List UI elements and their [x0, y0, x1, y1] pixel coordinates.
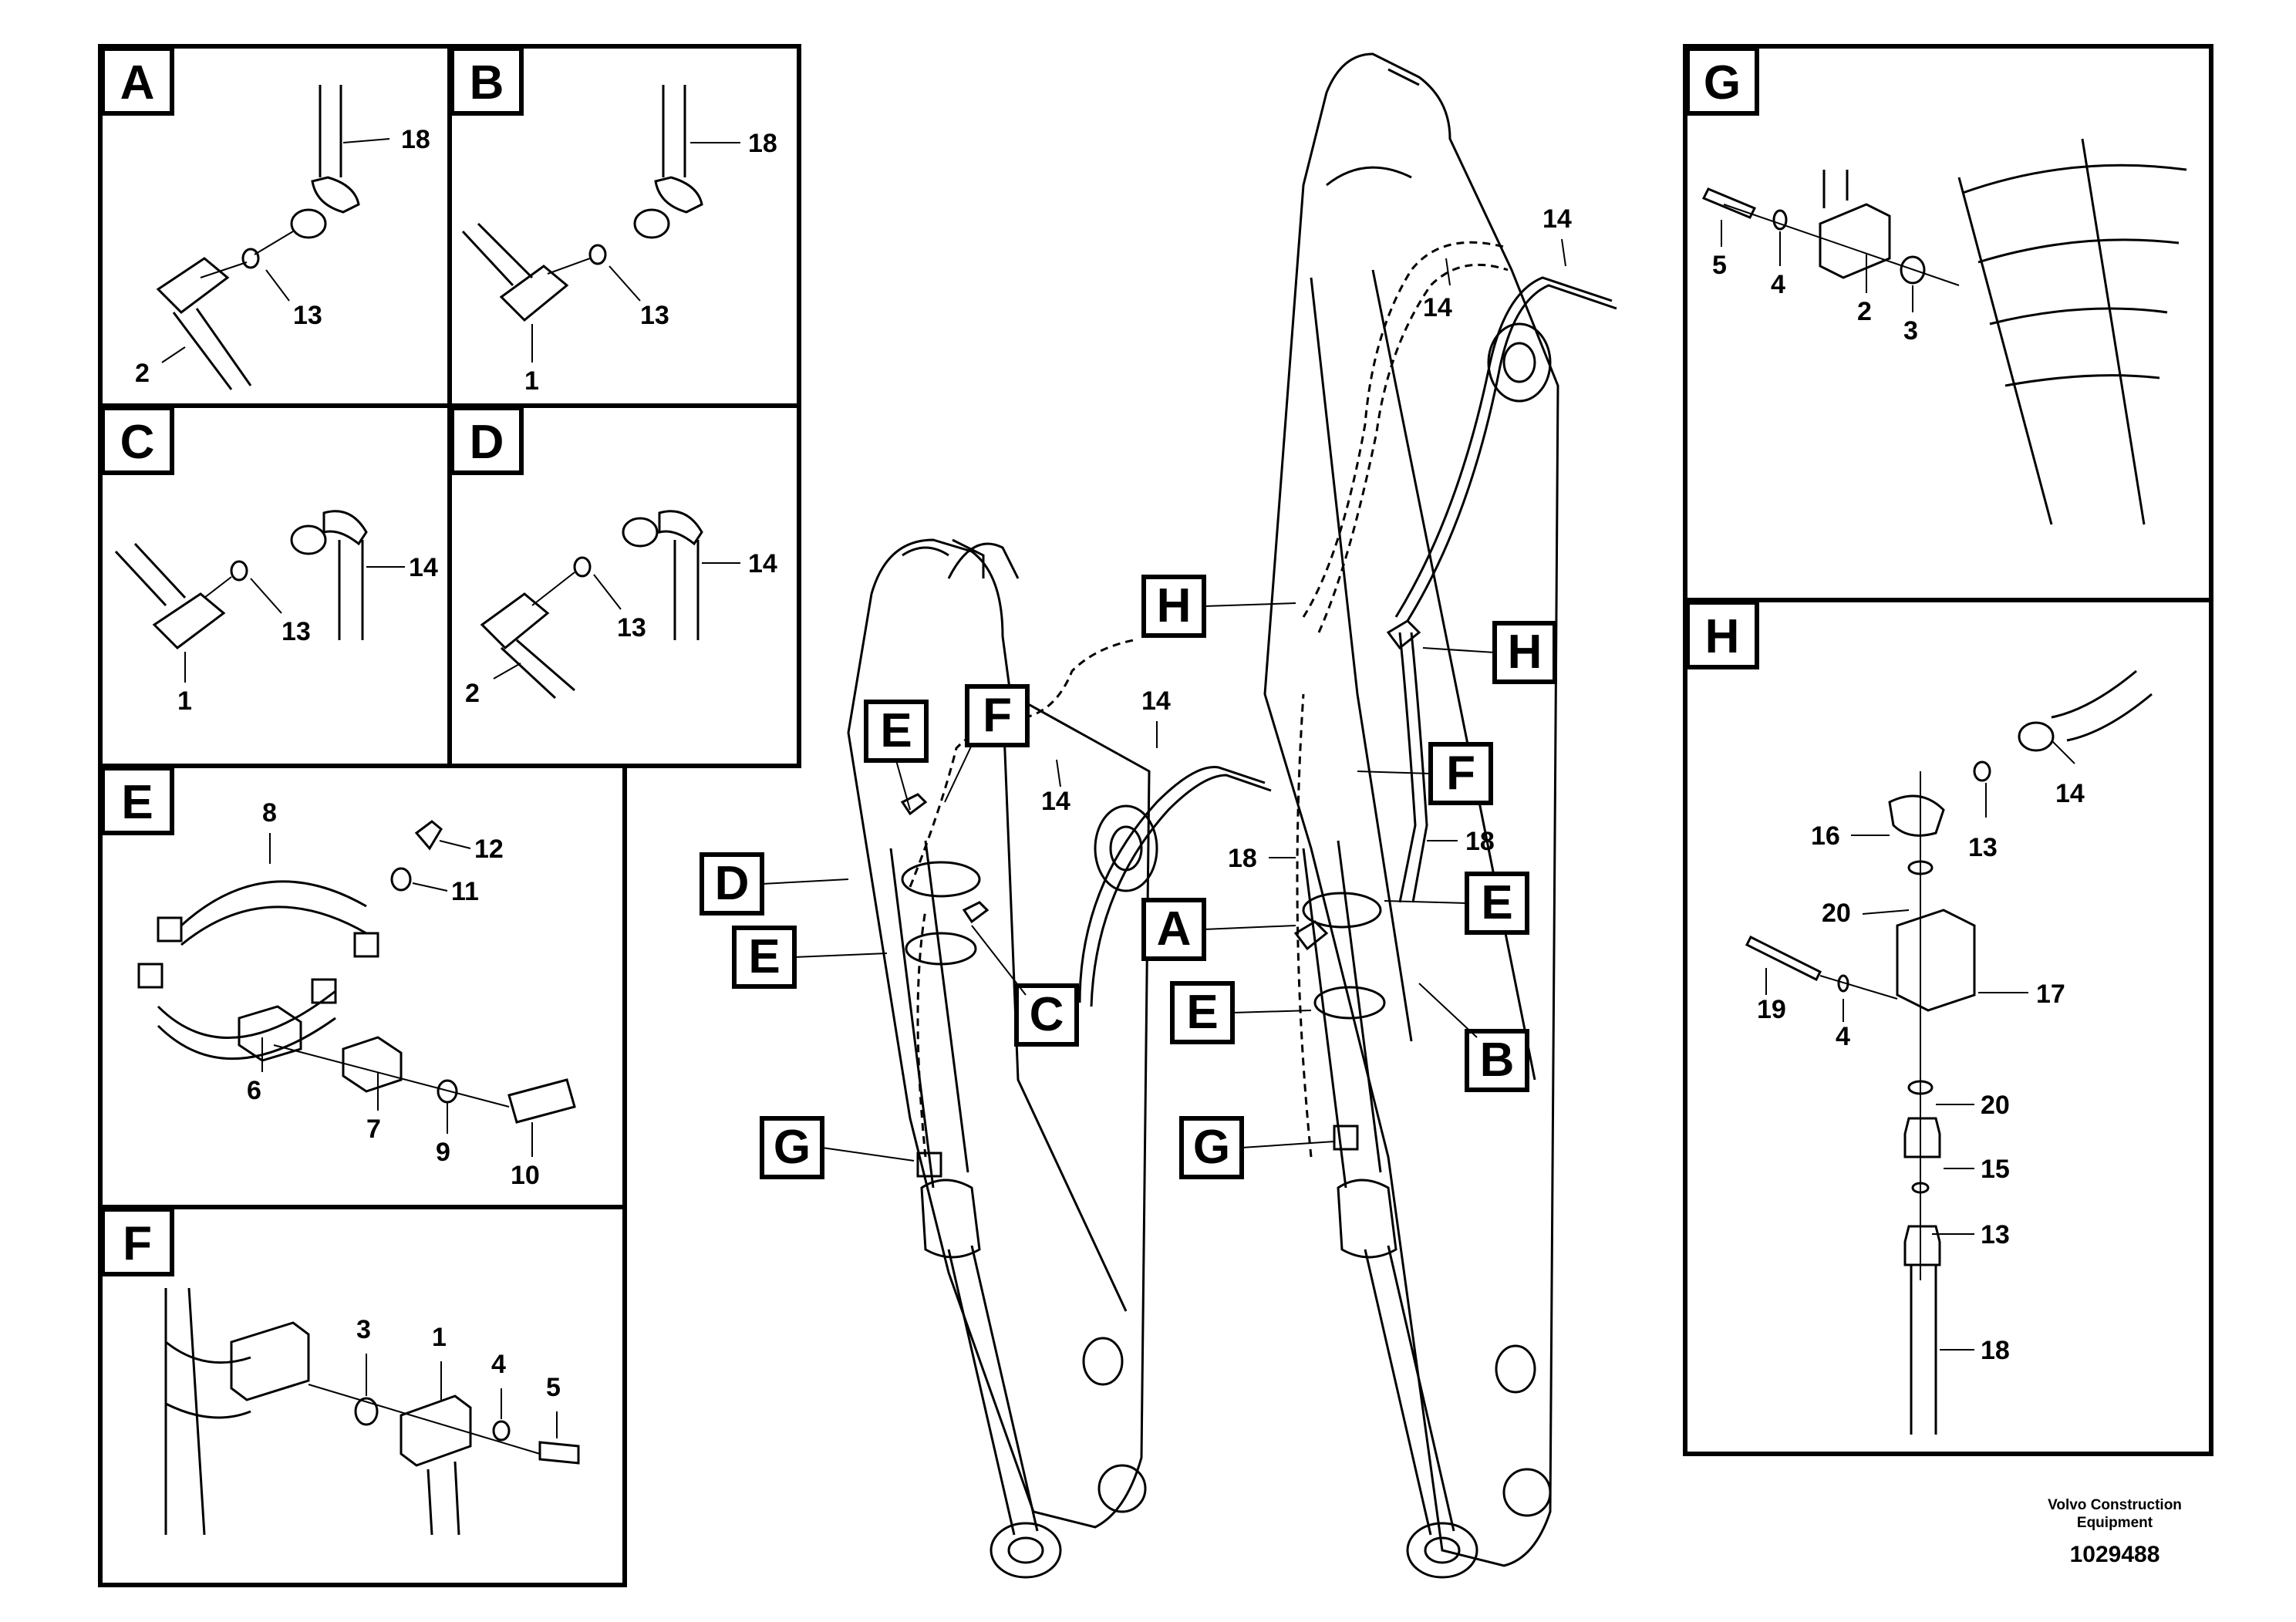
label-20: 20 — [1822, 899, 1851, 928]
detail-panel-d: D 14 13 2 — [450, 406, 777, 708]
label-18: 18 — [1228, 844, 1257, 873]
detail-panel-e: E 8 12 11 6 7 9 10 — [100, 766, 576, 1190]
label-1: 1 — [432, 1323, 447, 1352]
label-7: 7 — [366, 1114, 381, 1144]
left-arm-callouts: E F D E C G 14 14 — [700, 684, 1171, 1179]
label-19: 19 — [1757, 995, 1786, 1024]
callout-e: E — [1186, 986, 1218, 1039]
panel-d-title: D — [470, 416, 504, 469]
label-14: 14 — [2055, 779, 2085, 808]
label-18: 18 — [1465, 827, 1495, 856]
callout-e: E — [1481, 876, 1512, 929]
right-arm-drawing — [1263, 52, 1617, 1579]
panel-h-title: H — [1705, 610, 1740, 663]
label-6: 6 — [247, 1076, 261, 1105]
right-arm-callouts: H H F A E E B G 14 14 18 18 — [1141, 204, 1572, 1179]
label-11: 11 — [451, 877, 479, 906]
callout-h: H — [1508, 626, 1542, 679]
label-18: 18 — [1981, 1336, 2010, 1365]
detail-panel-g: G 5 4 2 3 — [1685, 46, 2187, 525]
detail-panel-h: H 14 16 13 20 17 19 4 20 15 13 — [1685, 600, 2153, 1435]
callout-g: G — [1193, 1121, 1230, 1174]
label-14: 14 — [1423, 293, 1452, 322]
label-9: 9 — [436, 1138, 450, 1167]
panel-f-title: F — [123, 1217, 152, 1270]
callout-f: F — [1446, 747, 1475, 800]
label-18: 18 — [748, 129, 777, 158]
label-13: 13 — [1968, 833, 1998, 862]
label-4: 4 — [1771, 270, 1785, 299]
panel-frame-left — [98, 44, 801, 1587]
panel-b-title: B — [470, 56, 504, 110]
label-13: 13 — [293, 301, 322, 330]
panel-g-title: G — [1704, 56, 1741, 110]
callout-e: E — [880, 704, 912, 757]
label-3: 3 — [1903, 316, 1918, 346]
label-14: 14 — [748, 549, 777, 578]
label-20: 20 — [1981, 1091, 2010, 1120]
detail-panel-a: A 18 13 2 — [100, 46, 430, 390]
callout-e: E — [748, 930, 780, 983]
label-2: 2 — [135, 359, 150, 388]
callout-d: D — [715, 857, 750, 910]
label-13: 13 — [282, 617, 311, 646]
label-14: 14 — [1041, 787, 1070, 816]
label-2: 2 — [465, 679, 480, 708]
label-16: 16 — [1811, 821, 1840, 851]
brand-line1: Volvo Construction — [2048, 1497, 2182, 1513]
callout-f: F — [983, 689, 1012, 742]
brand-line2: Equipment — [2077, 1515, 2153, 1531]
detail-panel-b: B 18 13 1 — [450, 46, 777, 396]
label-13: 13 — [617, 613, 646, 642]
panel-e-title: E — [121, 776, 153, 829]
label-8: 8 — [262, 798, 277, 828]
callout-c: C — [1030, 988, 1064, 1041]
label-4: 4 — [1836, 1022, 1850, 1051]
panel-c-title: C — [120, 416, 155, 469]
label-15: 15 — [1981, 1155, 2010, 1184]
callout-b: B — [1480, 1034, 1515, 1087]
label-2: 2 — [1857, 297, 1872, 326]
label-1: 1 — [524, 366, 539, 396]
label-5: 5 — [1712, 251, 1727, 280]
drawing-number: 1029488 — [2070, 1542, 2160, 1567]
label-14: 14 — [1542, 204, 1572, 234]
left-arm-drawing — [847, 538, 1272, 1579]
label-4: 4 — [491, 1350, 506, 1379]
label-3: 3 — [356, 1315, 371, 1344]
callout-g: G — [774, 1121, 811, 1174]
callout-h: H — [1157, 579, 1192, 632]
label-13: 13 — [1981, 1220, 2010, 1249]
label-10: 10 — [511, 1161, 540, 1190]
label-13: 13 — [640, 301, 669, 330]
label-14: 14 — [409, 553, 438, 582]
label-14: 14 — [1141, 686, 1171, 716]
callout-a: A — [1157, 902, 1192, 956]
panel-frame-right — [1683, 44, 2213, 1456]
label-17: 17 — [2036, 980, 2065, 1009]
panel-a-title: A — [120, 56, 155, 110]
detail-panel-f: F 3 1 4 5 — [100, 1207, 580, 1536]
label-18: 18 — [401, 125, 430, 154]
detail-panel-c: C 14 13 1 — [100, 406, 438, 716]
label-5: 5 — [546, 1373, 561, 1402]
label-12: 12 — [474, 835, 504, 864]
footer: Volvo Construction Equipment 1029488 — [2048, 1497, 2182, 1567]
label-1: 1 — [177, 686, 192, 716]
